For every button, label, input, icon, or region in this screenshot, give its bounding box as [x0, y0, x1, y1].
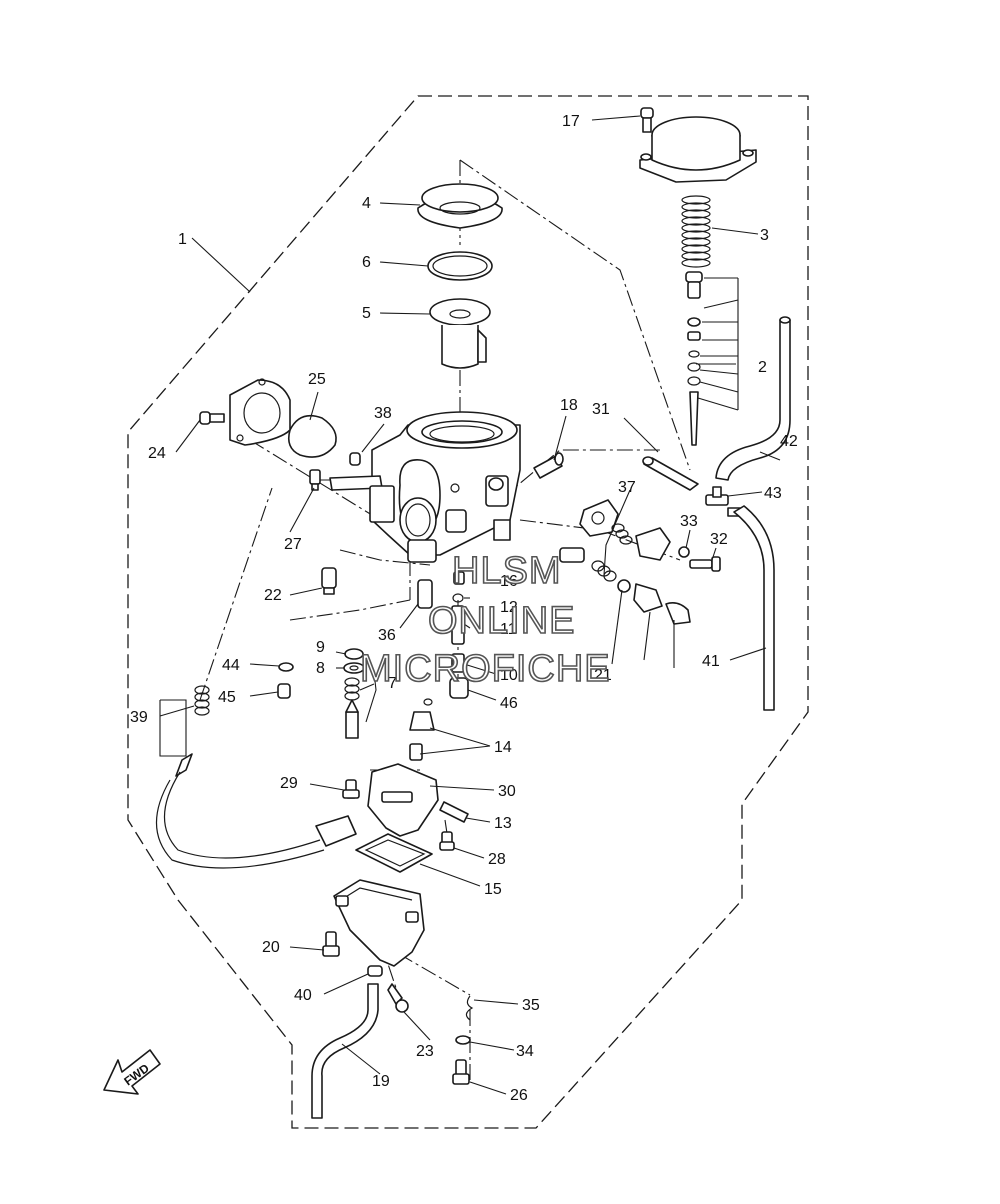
part-32-33-screw-washer: [635, 527, 721, 572]
part-5-piston-valve: [429, 298, 491, 369]
part-37-diaphragm-cover: [579, 499, 633, 545]
callout-30: 30: [498, 783, 516, 800]
callout-43: 43: [764, 485, 782, 502]
callout-10: 10: [500, 667, 518, 684]
callout-19: 19: [372, 1073, 390, 1090]
part-42-hose: [715, 316, 791, 481]
part-23-screw: [387, 983, 409, 1013]
part-17-screw: [640, 107, 654, 133]
fwd-arrow-icon: FWD: [103, 1049, 161, 1095]
callout-9: 9: [316, 639, 325, 656]
part-28-screw: [439, 831, 455, 851]
callout-21: 21: [594, 667, 612, 684]
callout-27: 27: [284, 536, 302, 553]
part-38-cap: [349, 452, 361, 466]
part-44-45-screw-washer: [277, 662, 294, 699]
part-13-pin: [439, 801, 469, 823]
callout-32: 32: [710, 531, 728, 548]
part-18-fitting: [533, 452, 564, 479]
callout-40: 40: [294, 987, 312, 1004]
callout-13: 13: [494, 815, 512, 832]
part-intake-flange: [229, 378, 291, 446]
callout-22: 22: [264, 587, 282, 604]
callout-20: 20: [262, 939, 280, 956]
part-6-o-ring: [427, 251, 493, 281]
callout-15: 15: [484, 881, 502, 898]
part-29-screw: [342, 779, 360, 799]
part-3-spring: [681, 195, 711, 268]
callout-2: 2: [758, 359, 767, 376]
watermark-line-3: MICROFICHE: [359, 648, 611, 690]
part-46-holder: [449, 677, 469, 699]
part-float-bowl: [333, 879, 425, 967]
callout-5: 5: [362, 305, 371, 322]
callout-36: 36: [378, 627, 396, 644]
callout-34: 34: [516, 1043, 534, 1060]
callout-3: 3: [760, 227, 769, 244]
part-2-jet-needle-set: [685, 271, 703, 446]
watermark-line-2: ONLINE: [427, 600, 576, 642]
leader-lines: [159, 115, 781, 1095]
callout-38: 38: [374, 405, 392, 422]
part-22-plug: [321, 567, 337, 595]
part-7-pilot-screw: [344, 677, 360, 739]
callout-37: 37: [618, 479, 636, 496]
callout-42: 42: [780, 433, 798, 450]
part-34-35-26-drain: [452, 995, 474, 1085]
callout-6: 6: [362, 254, 371, 271]
callout-labels: 1 2 3 4 5 6 7 8 9 10 11 12 13 14 15 16 1…: [130, 113, 798, 1104]
callout-26: 26: [510, 1087, 528, 1104]
watermark-line-1: HLSM: [451, 550, 562, 592]
callout-12: 12: [500, 599, 518, 616]
callout-33: 33: [680, 513, 698, 530]
part-39-cable: [155, 685, 357, 869]
callout-31: 31: [592, 401, 610, 418]
callout-46: 46: [500, 695, 518, 712]
callout-18: 18: [560, 397, 578, 414]
callout-24: 24: [148, 445, 166, 462]
part-15-gasket: [355, 833, 433, 873]
part-24-bolt: [199, 411, 225, 425]
part-carburetor-body: [329, 411, 521, 563]
callout-4: 4: [362, 195, 371, 212]
callout-28: 28: [488, 851, 506, 868]
callout-25: 25: [308, 371, 326, 388]
part-carb-top-cover: [639, 116, 757, 183]
part-36-tube: [417, 579, 433, 609]
part-30-float: [367, 763, 439, 837]
callout-29: 29: [280, 775, 298, 792]
callout-16: 16: [500, 573, 518, 590]
part-14-needle-valve: [409, 698, 435, 761]
part-4-diaphragm: [417, 183, 503, 229]
part-19-hose: [311, 983, 379, 1119]
callout-1: 1: [178, 231, 187, 248]
part-27-plug: [309, 469, 321, 491]
part-20-screw: [322, 931, 340, 957]
part-11-12-16-jets: [451, 571, 465, 645]
callout-44: 44: [222, 657, 240, 674]
part-10-jet: [451, 653, 465, 673]
callout-41: 41: [702, 653, 720, 670]
callout-11: 11: [500, 621, 517, 638]
callout-7: 7: [388, 675, 397, 692]
part-40-clip: [367, 965, 383, 977]
assembly-boundary: [127, 95, 809, 1129]
callout-45: 45: [218, 689, 236, 706]
callout-35: 35: [522, 997, 540, 1014]
part-31-tube: [642, 456, 699, 491]
part-41-hose: [733, 505, 775, 711]
part-25-gasket: [287, 414, 337, 458]
callout-23: 23: [416, 1043, 434, 1060]
callout-39: 39: [130, 709, 148, 726]
callout-17: 17: [562, 113, 580, 130]
callout-14: 14: [494, 739, 512, 756]
part-21-throttle-stop: [559, 547, 691, 625]
callout-8: 8: [316, 660, 325, 677]
